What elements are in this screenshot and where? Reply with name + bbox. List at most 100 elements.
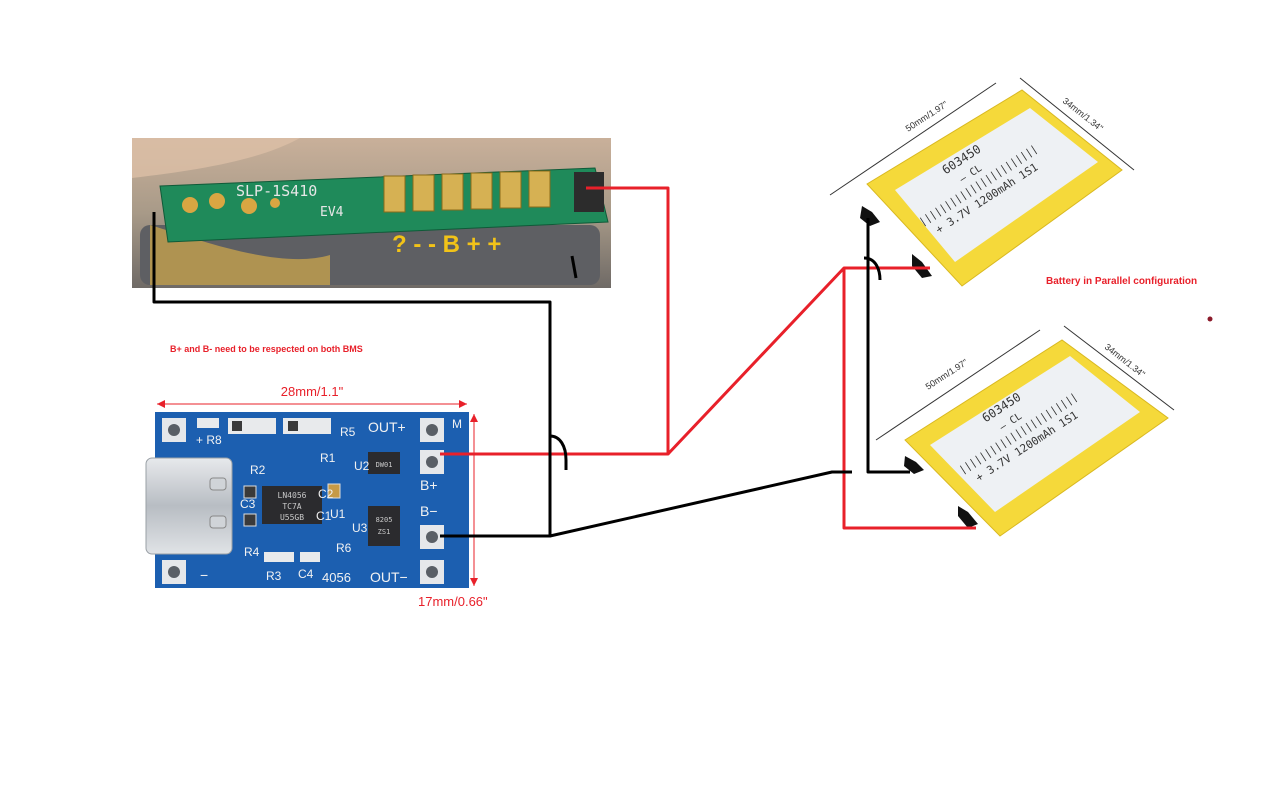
- passive-r3: [264, 552, 294, 562]
- usb-c-connector: [145, 457, 233, 555]
- battery-bottom-label: [930, 356, 1140, 512]
- battery-top: 603450 — CL ||||||||||||||||||||||| + 3.…: [829, 77, 1135, 287]
- wire-bms-positive-to-charger: [440, 186, 670, 456]
- pad-top-left-hole: [168, 424, 180, 436]
- led-1-body: [232, 421, 242, 431]
- ic-dw01: [368, 452, 400, 474]
- label-u3: U3: [352, 521, 368, 535]
- ic-mosfet-text-1: 8205: [376, 516, 393, 524]
- ic-mosfet-text-2: ZS1: [378, 528, 391, 536]
- wire-positive-to-bottom-battery: [842, 268, 976, 530]
- battery-bottom-dim-width: [1063, 325, 1175, 411]
- label-m: M: [452, 417, 462, 431]
- ic-mosfet: [368, 506, 400, 546]
- bms-pad-2: [412, 174, 435, 212]
- battery-bottom: 603450 — CL ||||||||||||||||||||||| + 3.…: [875, 325, 1175, 537]
- battery-top-tab-negative: [860, 206, 880, 226]
- bms-pad-3: [441, 173, 464, 211]
- wire-negative-battery-link: [866, 218, 910, 474]
- dim-width-label: 28mm/1.1": [281, 384, 344, 399]
- bms-photo: SLP-1S410 EV4 ? - - B + +: [132, 138, 611, 288]
- charger-board: LN4056 TC7A U55GB DW01 8205 ZS1 + R8 R2 …: [145, 412, 469, 588]
- label-out-minus: OUT−: [370, 569, 408, 585]
- label-u2: U2: [354, 459, 370, 473]
- label-b-minus: B−: [420, 503, 438, 519]
- bms-contact-pads: [383, 170, 551, 213]
- dim-height-label: 17mm/0.66": [418, 594, 488, 609]
- wire-bms-negative-to-charger: [152, 212, 552, 538]
- bms-pad-hole-3: [241, 198, 257, 214]
- wire-bms-negative-stub: [570, 255, 578, 279]
- dim-height-arrow-top: [470, 414, 478, 422]
- passive-c3: [243, 485, 257, 499]
- bms-pad-6: [528, 170, 551, 208]
- ic-main-text-1: LN4056: [278, 491, 307, 500]
- battery-bottom-tab-positive: [958, 506, 978, 528]
- finger-area: [132, 138, 300, 178]
- bms-pad-hole-1: [182, 197, 198, 213]
- label-c2: C2: [318, 487, 334, 501]
- led-2-body: [288, 421, 298, 431]
- label-r8: + R8: [196, 433, 222, 447]
- dim-width-arrow-right: [459, 400, 467, 408]
- label-r2: R2: [250, 463, 266, 477]
- ic-dw01-text: DW01: [376, 461, 393, 469]
- label-c1: C1: [316, 509, 332, 523]
- pad-out-plus-hole: [426, 424, 438, 436]
- bms-pad-markings: ? - - B + +: [392, 231, 501, 258]
- bms-end-cap: [574, 172, 604, 212]
- bms-pad-4: [470, 172, 493, 210]
- label-u1: U1: [330, 507, 346, 521]
- passive-r8: [197, 418, 219, 428]
- battery-top-dim-length: [829, 82, 997, 196]
- wires: [152, 186, 976, 538]
- bms-pad-hole-2: [209, 193, 225, 209]
- passive-c4: [300, 552, 320, 562]
- label-r5: R5: [340, 425, 356, 439]
- label-out-plus: OUT+: [368, 419, 406, 435]
- label-chip: 4056: [322, 570, 351, 585]
- label-b-plus: B+: [420, 477, 438, 493]
- usb-tab-2: [209, 515, 227, 529]
- pad-out-minus-hole: [426, 566, 438, 578]
- ic-main-text-2: TC7A: [282, 502, 301, 511]
- label-c3: C3: [240, 497, 256, 511]
- ic-main-text-3: U55GB: [280, 513, 304, 522]
- label-r1: R1: [320, 451, 336, 465]
- battery-top-dim-width: [1019, 77, 1135, 171]
- label-minus: −: [200, 567, 208, 583]
- usb-tab-1: [209, 477, 227, 491]
- wire-negative-to-batteries: [549, 470, 852, 538]
- battery-top-label: [895, 108, 1098, 262]
- battery-top-tab-positive: [912, 254, 932, 278]
- bms-pad-hole-4: [270, 198, 280, 208]
- charger-dimensions: 28mm/1.1" 17mm/0.66": [157, 384, 488, 609]
- bms-model-label: SLP-1S410: [236, 182, 317, 200]
- battery-bottom-tab-negative: [904, 456, 924, 474]
- bms-revision-label: EV4: [320, 205, 344, 220]
- bms-pad-5: [499, 171, 522, 209]
- passive-c1: [243, 513, 257, 527]
- pad-b-plus-hole: [426, 456, 438, 468]
- pad-bottom-left-hole: [168, 566, 180, 578]
- stray-dot: [1207, 316, 1213, 322]
- label-c4: C4: [298, 567, 314, 581]
- bms-polarity-note: B+ and B- need to be respected on both B…: [170, 344, 363, 354]
- battery-top-length-label: 50mm/1.97": [904, 99, 950, 134]
- pad-b-minus-hole: [426, 531, 438, 543]
- battery-bottom-length-label: 50mm/1.97": [924, 357, 970, 392]
- wire-positive-to-top-battery: [666, 266, 930, 456]
- label-r3: R3: [266, 569, 282, 583]
- dim-height-arrow-bottom: [470, 578, 478, 586]
- ic-main: [262, 486, 322, 524]
- parallel-config-note: Battery in Parallel configuration: [1046, 276, 1197, 287]
- wire-jump-1: [549, 434, 568, 470]
- passive-c2: [327, 483, 341, 499]
- dim-width-arrow-left: [157, 400, 165, 408]
- battery-bottom-dim-length: [875, 329, 1041, 441]
- label-r6: R6: [336, 541, 352, 555]
- bms-pad-1: [383, 175, 406, 213]
- wire-jump-2: [863, 256, 882, 281]
- label-r4: R4: [244, 545, 260, 559]
